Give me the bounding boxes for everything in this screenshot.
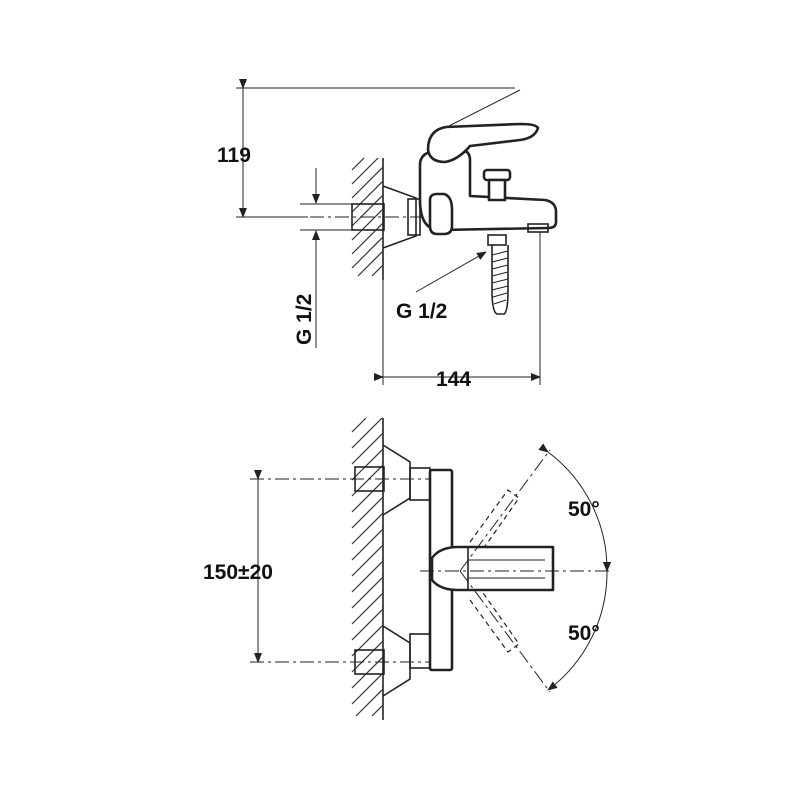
outlet-thread-label: G 1/2 [396, 300, 447, 323]
depth-dimension: 144 [374, 232, 541, 391]
wall-hatch-side [351, 157, 384, 280]
top-view: 150±20 50° 50° [203, 417, 612, 720]
inlet-thread-label: G 1/2 [293, 294, 316, 345]
mixer-body-side [418, 89, 558, 315]
centers-label: 150±20 [203, 561, 273, 584]
rotation-angle-dimension: 50° 50° [538, 443, 612, 691]
angle-lower-label: 50° [568, 622, 600, 645]
outlet-thread-callout: G 1/2 [396, 251, 487, 323]
upper-inlet-top [250, 444, 440, 516]
inlet-thread-dimension: G 1/2 [293, 168, 352, 348]
height-dimension: 119 [217, 79, 515, 218]
angle-upper-label: 50° [568, 498, 600, 521]
height-label: 119 [217, 144, 251, 167]
depth-label: 144 [436, 368, 471, 391]
centers-dimension: 150±20 [203, 470, 273, 663]
lever-top [420, 449, 610, 693]
side-view: 119 G 1/2 G 1/2 144 [217, 79, 560, 391]
lower-inlet-top [250, 625, 440, 697]
